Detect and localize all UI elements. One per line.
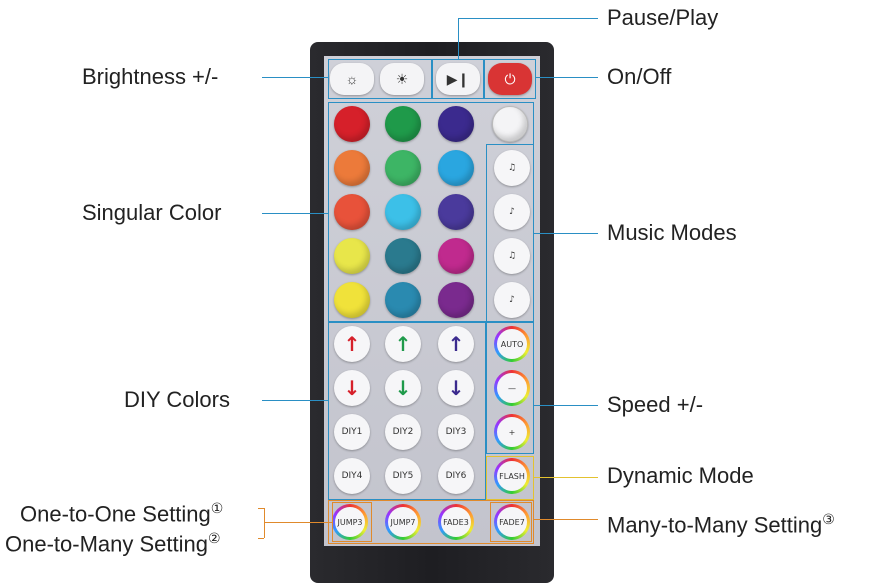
one-to-one-box bbox=[332, 502, 372, 542]
color-red-orange[interactable] bbox=[334, 194, 370, 230]
many-to-many-box bbox=[490, 502, 532, 542]
label-many-to-many-num: ③ bbox=[822, 511, 835, 527]
brightness-down-icon[interactable]: ☀ bbox=[380, 63, 424, 95]
pause-play-line-v bbox=[458, 18, 459, 59]
flash-button[interactable]: FLASH bbox=[494, 458, 530, 494]
color-teal[interactable] bbox=[385, 238, 421, 274]
diy-green-up-button[interactable]: ↑ bbox=[385, 326, 421, 362]
on-off-line bbox=[536, 77, 598, 78]
diy-blue-down-button[interactable]: ↓ bbox=[438, 370, 474, 406]
diy-red-down-button[interactable]: ↓ bbox=[334, 370, 370, 406]
color-magenta[interactable] bbox=[438, 238, 474, 274]
music-modes-line bbox=[534, 233, 598, 234]
diy4-button[interactable]: DIY4 bbox=[334, 458, 370, 494]
play-pause-icon[interactable]: ▶❙ bbox=[436, 63, 480, 95]
music-mode-4-icon[interactable]: ♪ bbox=[494, 282, 530, 318]
music-modes-box bbox=[486, 144, 534, 322]
label-speed: Speed +/- bbox=[607, 392, 704, 417]
label-one-to-many: One-to-Many Setting② bbox=[5, 525, 221, 557]
music-mode-2-icon[interactable]: ♪ bbox=[494, 194, 530, 230]
diy3-button[interactable]: DIY3 bbox=[438, 414, 474, 450]
bracket-top bbox=[258, 508, 264, 509]
bracket-left-v bbox=[264, 508, 265, 538]
brightness-line bbox=[262, 77, 328, 78]
diy-blue-up-button[interactable]: ↑ bbox=[438, 326, 474, 362]
jump3-button[interactable]: JUMP3 bbox=[332, 504, 368, 540]
music-mode-1-icon[interactable]: ♫ bbox=[494, 150, 530, 186]
color-blue[interactable] bbox=[438, 106, 474, 142]
color-indigo[interactable] bbox=[438, 194, 474, 230]
bracket-bottom bbox=[258, 538, 264, 539]
diy-green-down-button[interactable]: ↓ bbox=[385, 370, 421, 406]
color-sky-blue[interactable] bbox=[438, 150, 474, 186]
fade7-button[interactable]: FADE7 bbox=[494, 504, 530, 540]
label-dynamic-mode: Dynamic Mode bbox=[607, 463, 754, 488]
auto-button[interactable]: AUTO bbox=[494, 326, 530, 362]
label-many-to-many: Many-to-Many Setting③ bbox=[607, 506, 835, 538]
diy1-button[interactable]: DIY1 bbox=[334, 414, 370, 450]
color-green[interactable] bbox=[385, 106, 421, 142]
label-one-to-one-text: One-to-One Setting bbox=[20, 501, 211, 527]
color-light-green[interactable] bbox=[385, 150, 421, 186]
color-steel-blue[interactable] bbox=[385, 282, 421, 318]
pause-play-line-h bbox=[458, 18, 598, 19]
speed-down-button[interactable]: — bbox=[494, 370, 530, 406]
one-to-one-line bbox=[264, 522, 332, 523]
dynamic-mode-box bbox=[486, 456, 534, 500]
color-yellow-green[interactable] bbox=[334, 238, 370, 274]
color-red[interactable] bbox=[334, 106, 370, 142]
diy6-button[interactable]: DIY6 bbox=[438, 458, 474, 494]
color-white[interactable] bbox=[492, 106, 528, 142]
many-to-many-line bbox=[534, 519, 598, 520]
diy-red-up-button[interactable]: ↑ bbox=[334, 326, 370, 362]
speed-up-button[interactable]: + bbox=[494, 414, 530, 450]
color-yellow[interactable] bbox=[334, 282, 370, 318]
music-mode-3-icon[interactable]: ♫ bbox=[494, 238, 530, 274]
label-music-modes: Music Modes bbox=[607, 220, 737, 245]
brightness-box bbox=[328, 59, 432, 99]
color-orange[interactable] bbox=[334, 150, 370, 186]
label-one-to-one-num: ① bbox=[210, 500, 224, 516]
singular-color-line bbox=[262, 213, 328, 214]
brightness-up-icon[interactable]: ☼ bbox=[330, 63, 374, 95]
jump7-button[interactable]: JUMP7 bbox=[385, 504, 421, 540]
color-cyan[interactable] bbox=[385, 194, 421, 230]
speed-box bbox=[486, 322, 534, 454]
on-off-box bbox=[484, 59, 536, 99]
speed-line bbox=[534, 405, 598, 406]
diy-colors-line bbox=[262, 400, 328, 401]
label-one-to-one: One-to-One Setting① bbox=[20, 495, 223, 527]
label-brightness: Brightness +/- bbox=[82, 64, 219, 89]
label-singular-color: Singular Color bbox=[82, 200, 222, 225]
pause-play-box bbox=[432, 59, 484, 99]
power-icon[interactable]: ⏻ bbox=[488, 63, 532, 95]
label-many-to-many-text: Many-to-Many Setting bbox=[607, 512, 823, 538]
diy5-button[interactable]: DIY5 bbox=[385, 458, 421, 494]
diy2-button[interactable]: DIY2 bbox=[385, 414, 421, 450]
color-purple[interactable] bbox=[438, 282, 474, 318]
fade3-button[interactable]: FADE3 bbox=[438, 504, 474, 540]
dynamic-mode-line bbox=[534, 477, 598, 478]
diy-colors-box bbox=[328, 322, 486, 500]
label-one-to-many-num: ② bbox=[207, 530, 221, 546]
label-pause-play: Pause/Play bbox=[607, 5, 719, 30]
label-on-off: On/Off bbox=[607, 64, 672, 89]
label-diy-colors: DIY Colors bbox=[124, 387, 230, 412]
label-one-to-many-text: One-to-Many Setting bbox=[5, 531, 208, 557]
